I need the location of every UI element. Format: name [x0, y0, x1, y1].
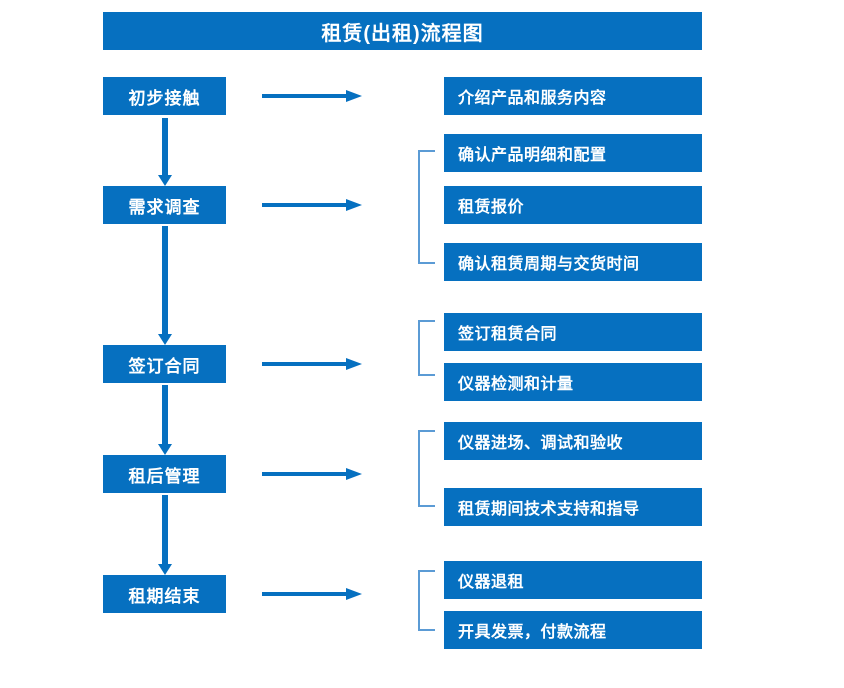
- arrow-shaft: [162, 226, 168, 334]
- group-bracket-3: [418, 430, 435, 507]
- detail-box-5[interactable]: 签订租赁合同: [444, 313, 702, 351]
- arrow-head: [158, 444, 172, 455]
- detail-box-4[interactable]: 确认租赁周期与交货时间: [444, 243, 702, 281]
- stage-box-3[interactable]: 签订合同: [103, 345, 226, 383]
- detail-box-10[interactable]: 开具发票，付款流程: [444, 611, 702, 649]
- arrow-head: [346, 468, 362, 480]
- detail-box-3[interactable]: 租赁报价: [444, 186, 702, 224]
- arrow-head: [158, 175, 172, 186]
- flow-arrow-down-1: [157, 118, 173, 186]
- detail-arrow-right-5: [262, 586, 362, 602]
- arrow-head: [158, 564, 172, 575]
- detail-arrow-right-1: [262, 88, 362, 104]
- group-bracket-2: [418, 320, 435, 376]
- arrow-head: [346, 199, 362, 211]
- arrow-shaft: [162, 385, 168, 444]
- detail-box-9[interactable]: 仪器退租: [444, 561, 702, 599]
- detail-arrow-right-2: [262, 197, 362, 213]
- page-title: 租赁(出租)流程图: [103, 12, 702, 50]
- stage-box-5[interactable]: 租期结束: [103, 575, 226, 613]
- detail-box-1[interactable]: 介绍产品和服务内容: [444, 77, 702, 115]
- detail-arrow-right-3: [262, 356, 362, 372]
- arrow-head: [158, 334, 172, 345]
- arrow-shaft: [262, 472, 348, 476]
- arrow-shaft: [262, 94, 348, 98]
- arrow-shaft: [262, 362, 348, 366]
- detail-arrow-right-4: [262, 466, 362, 482]
- arrow-shaft: [262, 592, 348, 596]
- flow-arrow-down-4: [157, 495, 173, 575]
- detail-box-2[interactable]: 确认产品明细和配置: [444, 134, 702, 172]
- detail-box-7[interactable]: 仪器进场、调试和验收: [444, 422, 702, 460]
- arrow-shaft: [162, 118, 168, 175]
- group-bracket-1: [418, 150, 435, 264]
- stage-box-1[interactable]: 初步接触: [103, 77, 226, 115]
- arrow-head: [346, 90, 362, 102]
- arrow-shaft: [262, 203, 348, 207]
- flow-arrow-down-3: [157, 385, 173, 455]
- stage-box-4[interactable]: 租后管理: [103, 455, 226, 493]
- arrow-head: [346, 588, 362, 600]
- arrow-head: [346, 358, 362, 370]
- stage-box-2[interactable]: 需求调查: [103, 186, 226, 224]
- arrow-shaft: [162, 495, 168, 564]
- detail-box-6[interactable]: 仪器检测和计量: [444, 363, 702, 401]
- group-bracket-4: [418, 570, 435, 631]
- flow-arrow-down-2: [157, 226, 173, 345]
- detail-box-8[interactable]: 租赁期间技术支持和指导: [444, 488, 702, 526]
